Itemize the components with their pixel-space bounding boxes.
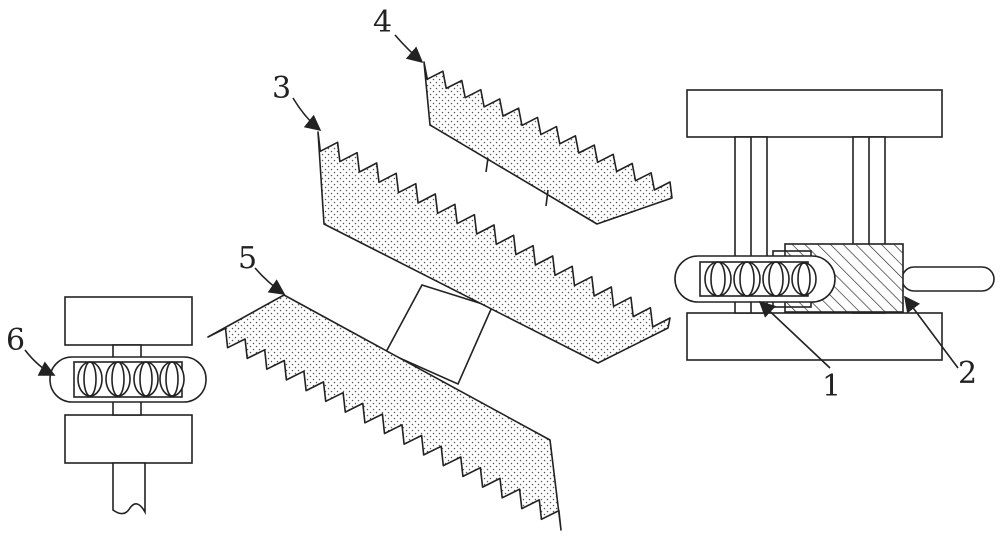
roller-4 [791,262,817,296]
slider-rod [901,266,995,292]
left-top-block [64,296,193,346]
press-assembly [674,89,995,361]
left-output-shaft [112,462,146,516]
label-part-1: 1 [822,369,841,404]
leader-lines [24,34,959,376]
press-base-plate [686,312,943,361]
label-part-3: 3 [272,71,291,106]
rack3-body [317,131,671,364]
rack5-body [207,294,562,531]
press-top-plate [686,89,943,138]
roller-3 [762,261,790,297]
mesh-line-a [485,157,489,173]
rack-5 [207,294,562,531]
rack-4 [423,61,673,225]
rack-connector [384,284,494,386]
roller-cassette [674,255,836,303]
rack4-body [423,61,673,225]
label-part-5: 5 [238,241,257,276]
label-part-6: 6 [6,323,25,358]
label-part-2: 2 [958,356,977,391]
roller-1 [704,261,732,297]
mesh-line-b [545,189,549,207]
label-part-4: 4 [373,5,392,40]
left-roller-unit [49,296,207,516]
rack-3 [317,131,671,364]
left-bottom-block [64,414,193,464]
roller-2 [733,261,761,297]
